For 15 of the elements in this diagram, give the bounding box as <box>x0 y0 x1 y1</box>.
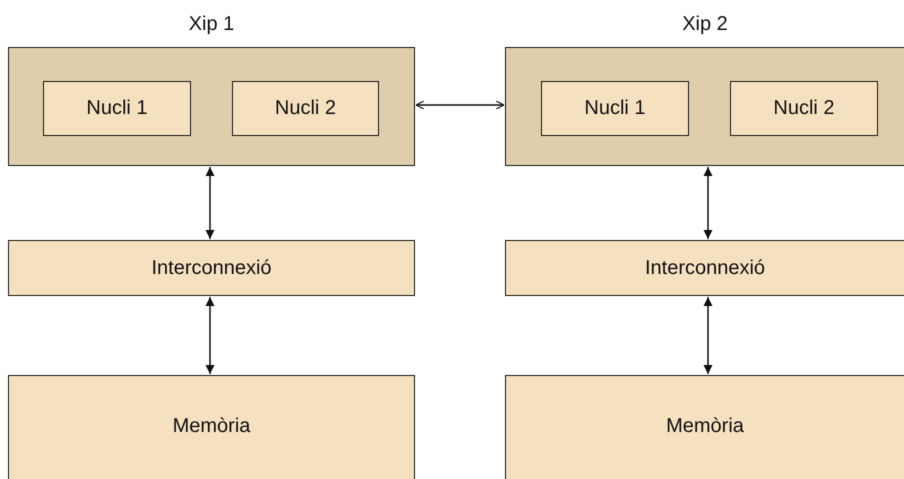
block-box: Memòria <box>505 375 904 479</box>
core-box: Nucli 2 <box>730 81 878 136</box>
chip-heading: Xip 2 <box>681 13 729 36</box>
block-box: Interconnexió <box>8 240 415 296</box>
double-arrow <box>415 100 505 110</box>
core-box: Nucli 2 <box>232 81 379 136</box>
chip-heading: Xip 1 <box>188 13 236 36</box>
block-box: Memòria <box>8 375 415 479</box>
double-arrow <box>704 297 712 374</box>
core-box: Nucli 1 <box>43 81 191 136</box>
core-box: Nucli 1 <box>541 81 689 136</box>
double-arrow <box>704 167 712 239</box>
double-arrow <box>206 297 214 374</box>
block-box: Interconnexió <box>505 240 904 296</box>
double-arrow <box>206 167 214 239</box>
